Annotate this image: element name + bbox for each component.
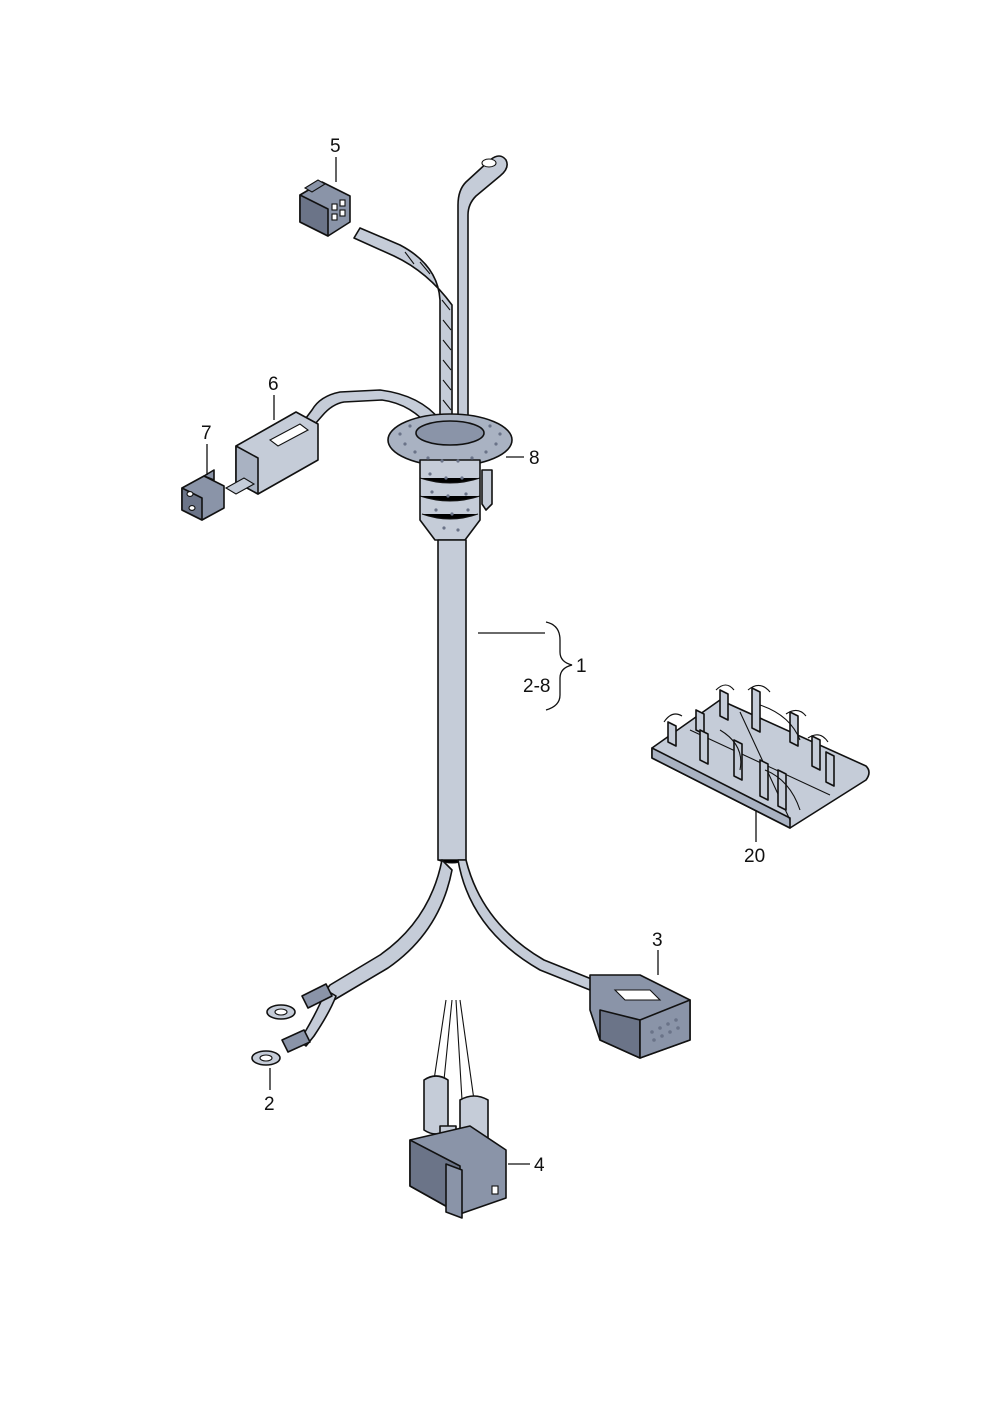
callout-20: 20 (744, 846, 765, 867)
connector-5 (299, 179, 351, 237)
callout-5: 5 (330, 136, 341, 157)
callout-6: 6 (268, 374, 279, 395)
wires-to-connector-4 (433, 999, 475, 1101)
callout-8: 8 (529, 448, 540, 469)
branch-to-connector-3 (457, 859, 595, 991)
main-harness-trunk (437, 539, 467, 864)
callout-range-2-8: 2-8 (523, 676, 550, 697)
clip-plate-20 (651, 684, 870, 829)
callout-2: 2 (264, 1094, 275, 1115)
ground-strap-top (457, 155, 508, 431)
leader-lines (206, 157, 757, 1165)
callout-4: 4 (534, 1155, 545, 1176)
fuse-7 (181, 469, 225, 521)
branch-to-eyelets-2 (251, 859, 453, 1066)
branch-to-connector-5 (353, 227, 453, 431)
grommet-8 (387, 413, 513, 541)
connector-3 (589, 974, 691, 1059)
callout-7: 7 (201, 423, 212, 444)
callout-1: 1 (576, 656, 587, 677)
connector-4 (409, 1075, 507, 1219)
fuse-holder-6 (224, 411, 319, 495)
callout-3: 3 (652, 930, 663, 951)
